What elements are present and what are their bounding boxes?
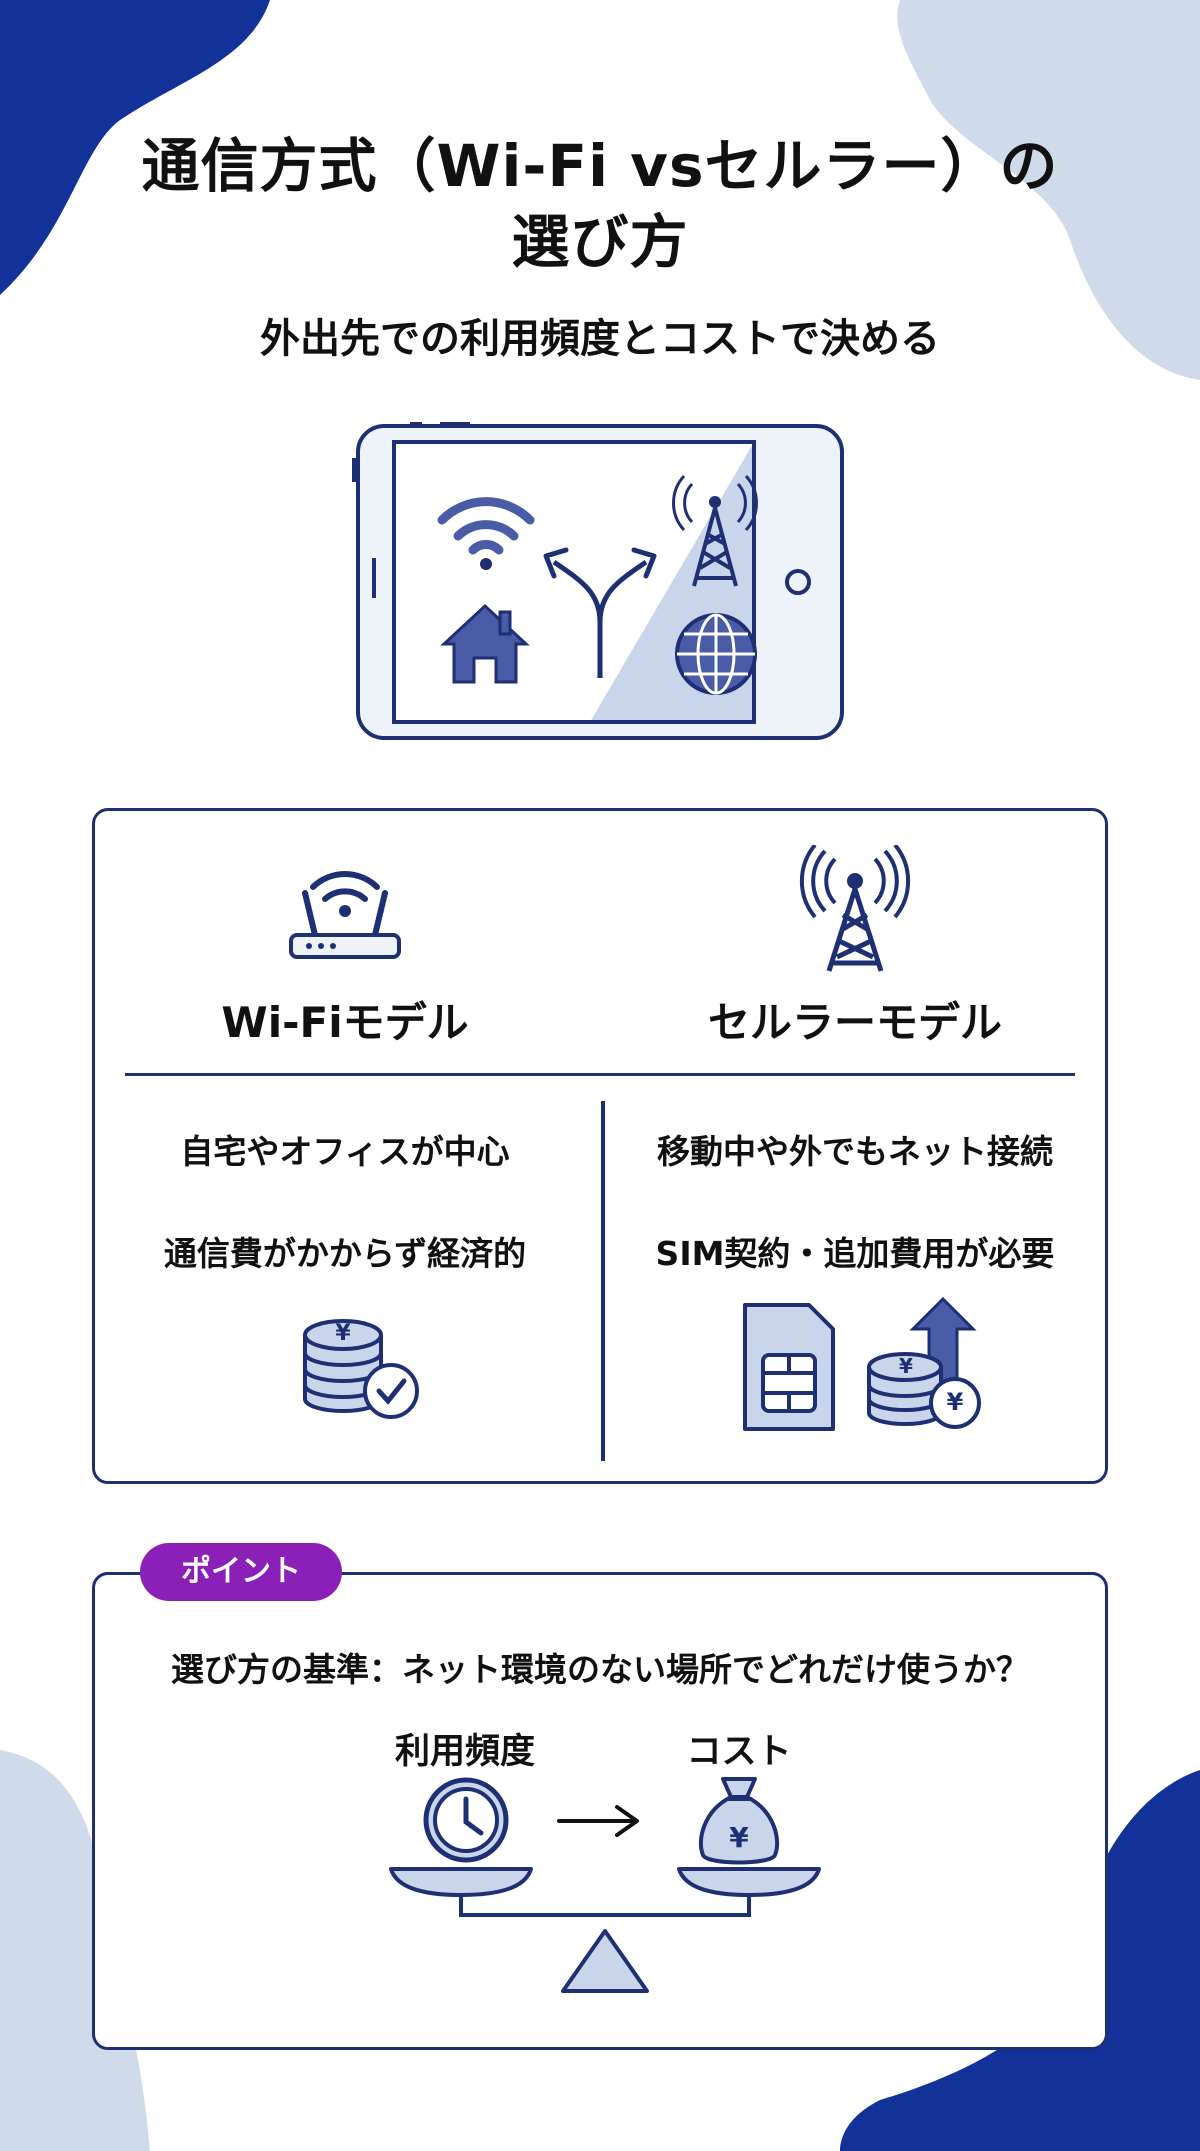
money-bag-icon [698,1777,780,1865]
cellular-feature-1: 移動中や外でもネット接続 [657,1132,1053,1171]
yen-symbol-2: ¥ [899,1354,913,1378]
wifi-model-title: Wi-Fiモデル [221,998,469,1047]
clock-icon [423,1777,509,1863]
cost-label: コスト [686,1732,792,1772]
page-title: 通信方式（Wi-Fi vsセルラー）の 選び方 [0,128,1200,280]
corner-blob-top-left [0,0,270,295]
point-card: 選び方の基準：ネット環境のない場所でどれだけ使うか？ 利用頻度 コスト ¥ [92,1572,1108,2050]
corner-blob-bottom-left [0,1750,150,2151]
title-line-2: 選び方 [511,208,689,276]
house-icon [440,603,530,684]
yen-symbol-4: ¥ [729,1821,749,1854]
wifi-feature-1: 自宅やオフィスが中心 [180,1132,510,1171]
coins-cost-up-icon [867,1296,981,1429]
wifi-feature-2: 通信費がかからず経済的 [163,1234,527,1273]
globe-icon [675,613,757,695]
corner-blob-bottom-right [840,1770,1200,2151]
column-divider [601,1101,605,1461]
cellular-model-title: セルラーモデル [707,998,1002,1047]
point-badge: ポイント [140,1543,342,1601]
wifi-signal-icon [437,497,535,570]
yen-symbol-3: ¥ [946,1388,964,1416]
coins-check-icon [303,1319,419,1419]
cell-tower-icon [672,474,758,587]
cell-tower-icon-large [799,845,911,972]
sim-card-icon [743,1303,835,1431]
header-divider [125,1073,1075,1076]
criteria-question: 選び方の基準：ネット環境のない場所でどれだけ使うか？ [171,1650,1029,1689]
page-subtitle: 外出先での利用頻度とコストで決める [260,316,940,362]
right-arrow-icon [557,1805,639,1837]
yen-symbol-1: ¥ [335,1321,351,1346]
balance-scale-icon [389,1867,821,1993]
cellular-feature-2: SIM契約・追加費用が必要 [655,1234,1055,1273]
wifi-router-icon [289,871,401,959]
comparison-card: Wi-Fiモデル セルラーモデル 自宅やオフィスが中心 通信費がかからず経済的 … [92,808,1108,1484]
usage-frequency-label: 利用頻度 [394,1732,535,1772]
fork-arrow-icon [543,547,657,678]
title-line-1: 通信方式（Wi-Fi vsセルラー）の [141,132,1059,200]
corner-blob-top-right [897,0,1200,380]
